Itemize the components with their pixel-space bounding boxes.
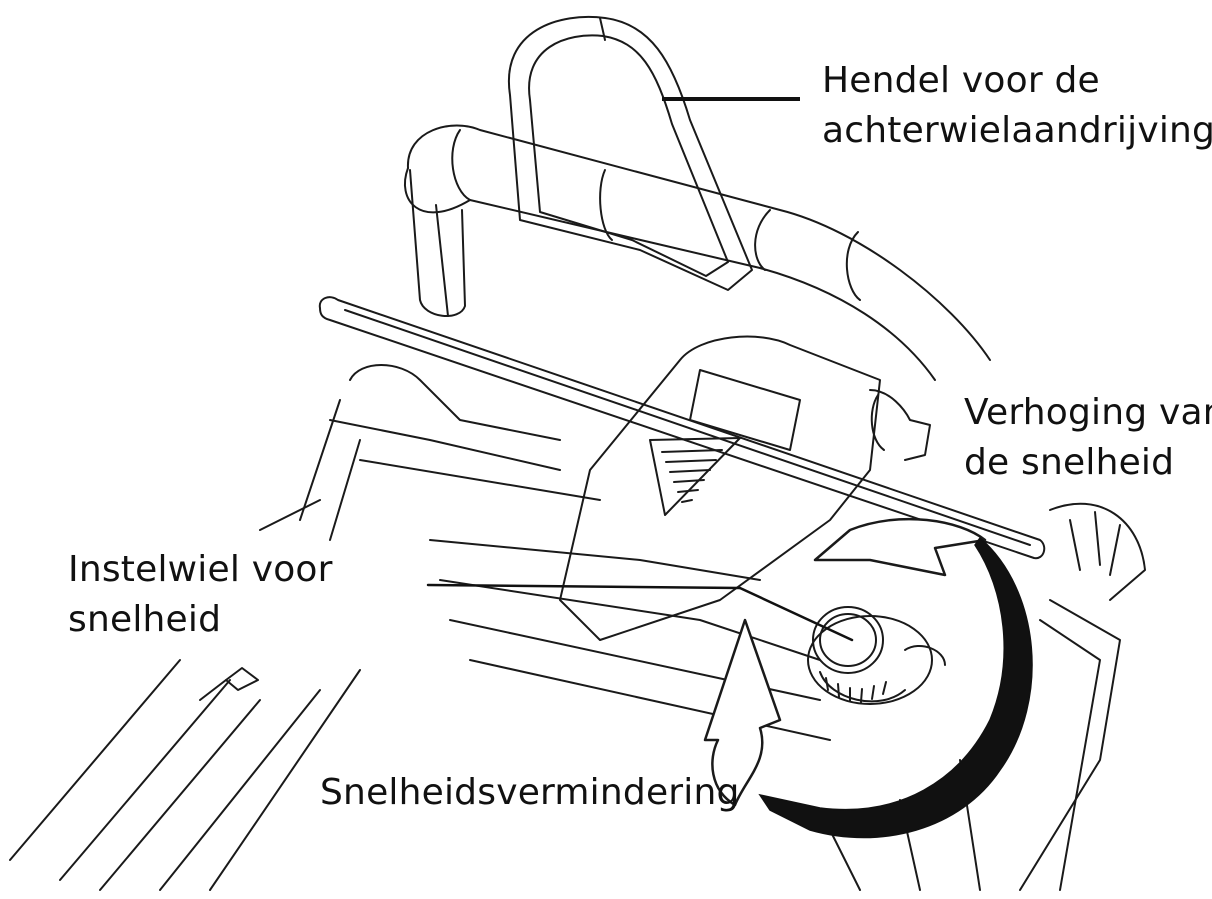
control-console xyxy=(559,335,931,641)
speed-decrease-label: Snelheidsvermindering xyxy=(320,768,740,818)
deck-lines xyxy=(9,659,361,891)
speed-increase-label: Verhoging van de snelheid xyxy=(964,388,1212,488)
speed-dial-label: Instelwiel voor snelheid xyxy=(68,545,333,645)
rear-wheel-drive-lever-label-line-2: achterwielaandrijving xyxy=(822,110,1212,151)
rear-wheel-drive-lever xyxy=(507,15,753,291)
rear-wheel-drive-lever-label-line-1: Hendel voor de xyxy=(822,60,1100,101)
speed-dial-label-line-1: Instelwiel voor xyxy=(68,549,333,590)
speed-dial-label-line-2: snelheid xyxy=(68,599,222,640)
rotation-arc xyxy=(758,536,1033,839)
speed-increase-arrow xyxy=(813,517,987,577)
speed-dial-leader xyxy=(426,583,742,590)
handlebar-tube xyxy=(403,124,991,381)
speed-decrease-arrow xyxy=(703,618,782,807)
control-rod xyxy=(318,296,1046,560)
speed-increase-label-line-2: de snelheid xyxy=(964,442,1175,483)
speed-dial-leader-diagonal xyxy=(738,586,854,642)
speed-increase-label-line-1: Verhoging van xyxy=(964,392,1212,433)
rear-wheel-drive-lever-label: Hendel voor de achterwielaandrijving xyxy=(822,56,1212,156)
frame-left xyxy=(259,364,831,741)
speed-decrease-label-text: Snelheidsvermindering xyxy=(320,772,740,813)
speed-dial-knob xyxy=(807,606,946,705)
